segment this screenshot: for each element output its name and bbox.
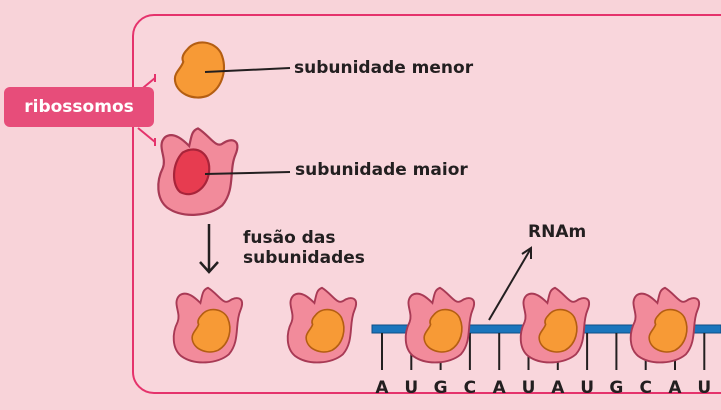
ribosome-icon [521,288,589,363]
mrna-base: U [404,378,418,398]
fusion-arrow [200,224,218,272]
mrna-base: A [551,378,565,398]
small-subunit-icon [175,42,224,97]
mrna-base: A [375,378,389,398]
mrna-base: A [493,378,507,398]
fusion-label-line2: subunidades [243,248,365,268]
mrna-base: G [609,378,623,398]
mrna-base: U [522,378,536,398]
small-subunit-label: subunidade menor [294,58,473,78]
mrna-base: C [464,378,476,398]
fusion-label-line1: fusão das [243,228,365,248]
ribosome-icon [631,288,699,363]
mrna-base: U [697,378,711,398]
mrna-base: G [434,378,448,398]
large-subunit-icon [158,128,237,214]
ribosomes-tag: ribossomos [4,87,154,127]
mrna-label: RNAm [528,222,586,242]
ribosome-icon [174,288,242,363]
mrna-base: U [580,378,594,398]
ribosome-icon [288,288,356,363]
large-subunit-label: subunidade maior [295,160,468,180]
mrna-base: C [639,378,651,398]
fusion-label: fusão das subunidades [243,228,365,268]
mrna-base: A [668,378,682,398]
ribosome-icon [406,288,474,363]
